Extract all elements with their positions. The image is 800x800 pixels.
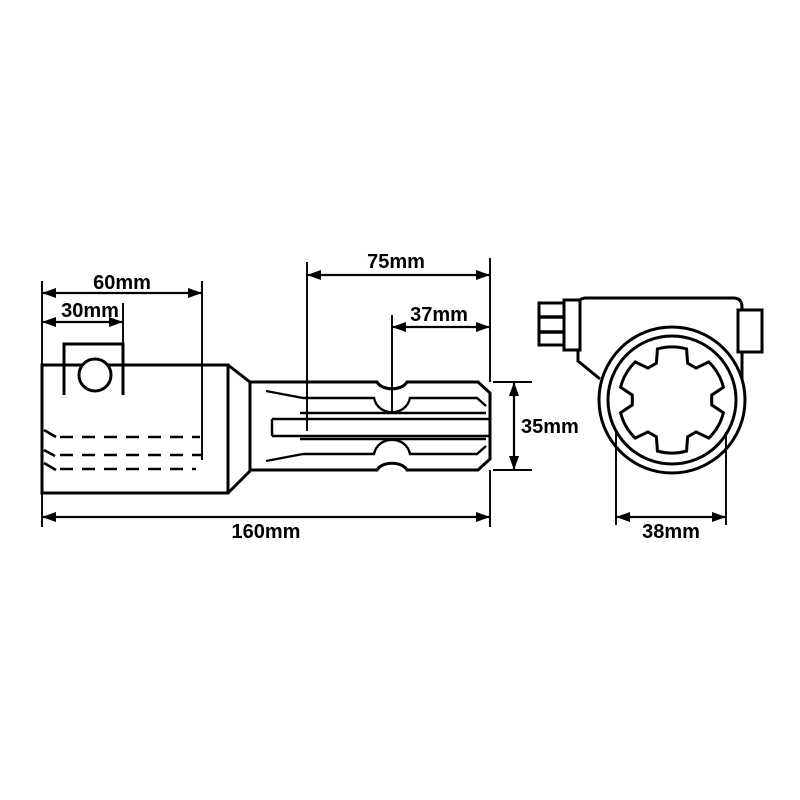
dim-label-35mm: 35mm [521,416,579,438]
taper-top-edge [227,363,251,384]
dim-label-30mm: 30mm [61,300,119,322]
pin-shank [562,298,582,352]
barrel-inner-circle [606,334,738,466]
bore-chamfer-tick [43,428,57,439]
pin-hole [77,357,113,393]
spline-leadin-bottom [265,452,304,463]
bore-chamfer-tick [43,448,56,458]
hub-body-outline [40,363,230,495]
pin-knob [537,301,566,347]
extension-lines [41,258,532,527]
pin-boss-outline [62,342,125,395]
spline-leadin-top [265,389,304,400]
pin-housing-corner-edge [577,359,601,381]
taper-bottom-edge [226,469,252,495]
dim-label-37mm: 37mm [410,304,468,326]
hidden-bore-lines [43,428,202,472]
end-view: 38mm [537,296,764,543]
housing-tab [736,308,764,354]
dim-label-38mm: 38mm [642,521,700,543]
dim-label-160mm: 160mm [232,521,301,543]
dim-label-60mm: 60mm [93,272,151,294]
spline-shaft-outline [248,380,492,472]
spline-bore-outline [618,345,726,455]
bore-chamfer-tick [43,461,57,472]
side-view: 60mm 30mm 75mm 37mm 35mm 160mm [40,251,579,543]
dim-label-75mm: 75mm [367,251,425,273]
spline-ridge-lines [265,389,490,463]
